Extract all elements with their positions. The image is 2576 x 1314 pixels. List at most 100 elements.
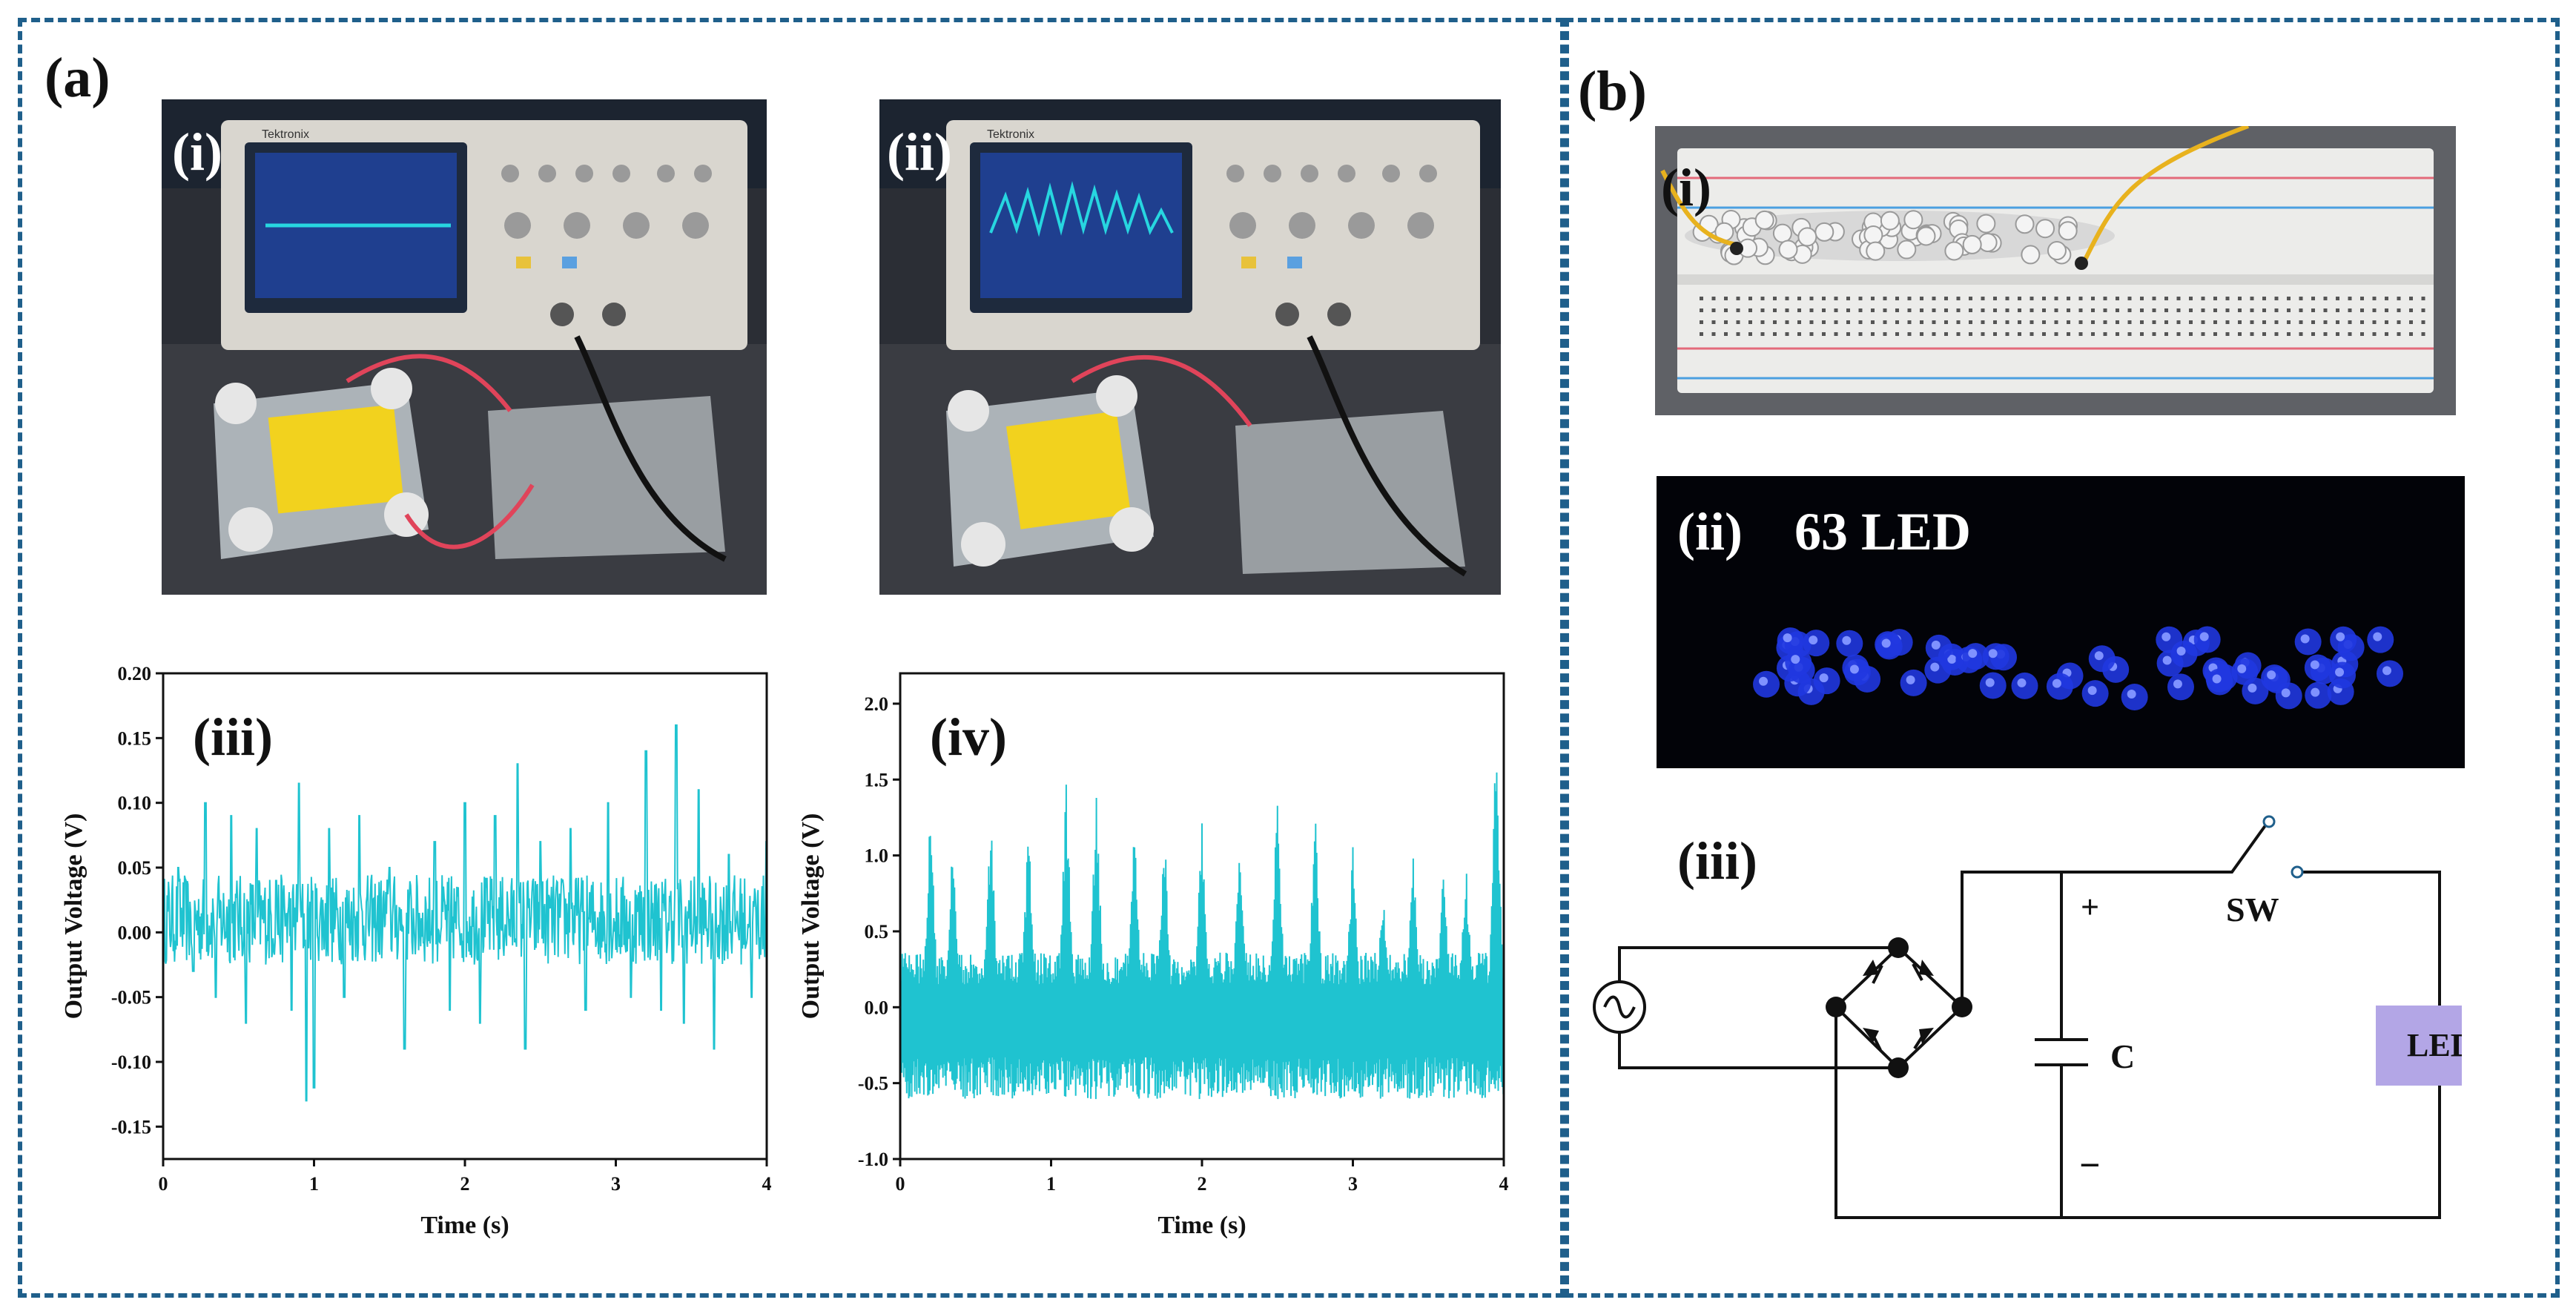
glowing-led-highlight [2087, 686, 2097, 696]
breadboard-hole [2067, 332, 2070, 336]
breadboard-hole [2348, 320, 2352, 324]
glowing-led-highlight [1819, 673, 1829, 683]
breadboard-hole [2360, 320, 2364, 324]
breadboard-hole [1834, 320, 1838, 324]
breadboard-hole [1981, 308, 1985, 312]
oscilloscope-photo-i: Tektronix [162, 99, 767, 595]
breadboard-hole [2397, 332, 2401, 336]
glowing-led-highlight [2311, 687, 2320, 697]
breadboard-hole [2078, 308, 2083, 312]
led-bulb [1754, 210, 1774, 230]
breadboard-hole [1760, 297, 1765, 300]
glowing-led-highlight [2373, 632, 2382, 641]
breadboard-hole [1932, 320, 1936, 324]
x-axis-title: Time (s) [1157, 1212, 1246, 1239]
capacitor-label: C [2110, 1037, 2135, 1075]
breadboard-hole [2103, 297, 2107, 300]
breadboard-hole [1711, 297, 1716, 300]
breadboard-hole [1932, 332, 1936, 336]
breadboard-hole [2372, 308, 2377, 312]
breadboard-hole [1944, 320, 1948, 324]
breadboard-hole [2274, 297, 2279, 300]
glowing-led-highlight [2267, 670, 2276, 680]
led-bulb [2021, 245, 2041, 265]
breadboard-hole [1748, 308, 1752, 312]
glowing-led-highlight [2336, 632, 2345, 641]
breadboard-hole [2091, 297, 2095, 300]
glowing-led-highlight [1791, 655, 1800, 664]
breadboard-hole [2372, 320, 2377, 324]
breadboard-hole [2238, 332, 2242, 336]
breadboard-hole [2152, 297, 2156, 300]
breadboard-hole [2262, 308, 2266, 312]
breadboard-hole [1834, 297, 1838, 300]
breadboard-hole [2030, 308, 2034, 312]
breadboard-hole [2274, 320, 2279, 324]
breadboard-hole [2189, 320, 2193, 324]
breadboard-hole [1822, 308, 1826, 312]
breadboard-hole [1785, 332, 1789, 336]
chart-tag-label: (iv) [930, 707, 1007, 767]
led-bulb [1772, 223, 1792, 243]
y-tick-label: -0.15 [111, 1116, 151, 1138]
x-tick-label: 3 [611, 1173, 621, 1195]
breadboard-hole [1809, 332, 1814, 336]
breadboard-hole [1907, 332, 1912, 336]
capacitor-plus: + [2081, 889, 2099, 925]
breadboard-hole [1981, 332, 1985, 336]
y-axis-title: Output Voltage (V) [797, 813, 825, 1020]
glowing-led-highlight [1881, 638, 1891, 648]
breadboard-hole [2078, 332, 2083, 336]
y-tick-label: 0.05 [118, 857, 152, 879]
breadboard-hole [2005, 320, 2009, 324]
breadboard-hole [1858, 297, 1863, 300]
breadboard-hole [2274, 332, 2279, 336]
circuit-label: (iii) [1677, 831, 1757, 891]
breadboard-hole [2152, 320, 2156, 324]
breadboard-hole [2030, 320, 2034, 324]
breadboard-hole [2238, 320, 2242, 324]
breadboard-hole [2311, 332, 2315, 336]
breadboard-hole [1785, 297, 1789, 300]
panel-a-frame [18, 18, 1565, 1298]
glowing-led-highlight [1931, 640, 1941, 650]
glowing-led-highlight [2127, 689, 2136, 699]
breadboard-hole [2250, 320, 2254, 324]
y-tick-label: -0.10 [111, 1051, 151, 1073]
breadboard-hole [2397, 297, 2401, 300]
breadboard-hole [1920, 297, 1923, 300]
breadboard-hole [2360, 297, 2364, 300]
breadboard-hole [1846, 320, 1850, 324]
y-tick-label: 0.5 [865, 921, 889, 942]
breadboard-hole [1993, 332, 1997, 336]
breadboard-hole [2018, 332, 2021, 336]
breadboard-hole [2176, 320, 2181, 324]
breadboard-hole [2250, 297, 2254, 300]
led-bulb [1944, 241, 1964, 261]
breadboard-hole [1932, 297, 1936, 300]
glowing-led-highlight [1809, 635, 1818, 645]
glowing-led-highlight [2161, 632, 2171, 641]
led-bulb [2047, 241, 2067, 261]
breadboard-hole [2067, 308, 2070, 312]
led-load-label: LED [2407, 1027, 2462, 1063]
breadboard-hole [1956, 308, 1961, 312]
breadboard-hole [1711, 308, 1716, 312]
breadboard-hole [2042, 308, 2046, 312]
breadboard-hole [2323, 297, 2328, 300]
breadboard-hole [2372, 332, 2377, 336]
breadboard-hole [1981, 320, 1985, 324]
panel-b-label: (b) [1578, 60, 1647, 122]
breadboard-hole [1724, 308, 1728, 312]
led-glow-photo [1657, 476, 2465, 768]
breadboard-hole [1846, 297, 1850, 300]
breadboard-hole [1907, 297, 1912, 300]
breadboard-hole [1700, 297, 1703, 300]
breadboard-hole [2189, 297, 2193, 300]
breadboard-hole [2336, 320, 2339, 324]
breadboard-hole [2103, 308, 2107, 312]
breadboard-hole [2189, 308, 2193, 312]
led-bulb [2015, 214, 2035, 234]
breadboard-hole [2005, 332, 2009, 336]
breadboard-hole [1748, 332, 1752, 336]
